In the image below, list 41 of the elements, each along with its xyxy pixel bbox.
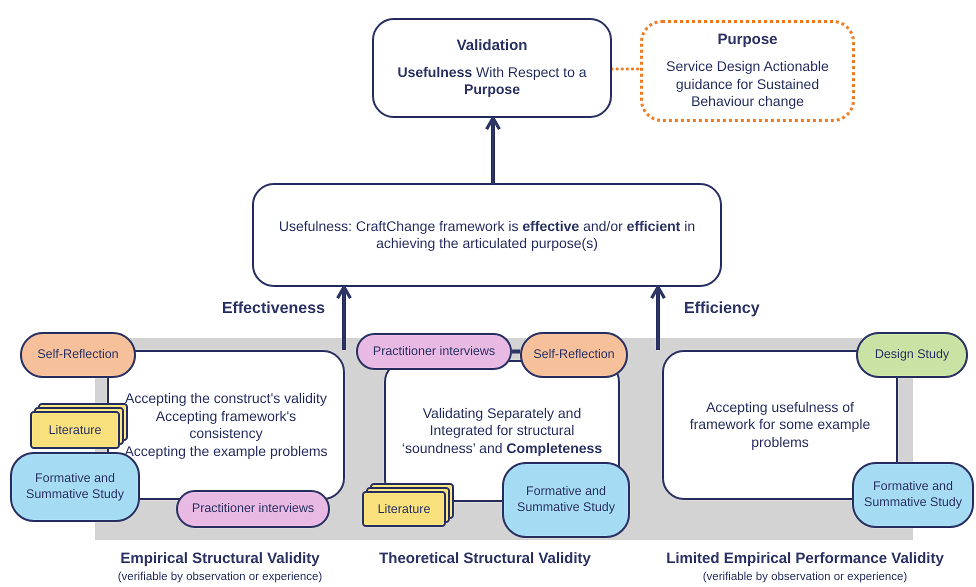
box-text: Service Design Actionable guidance for Sustained Behaviour change	[665, 58, 830, 111]
box-text: Literature	[48, 422, 102, 439]
arrow	[336, 285, 352, 350]
box-heading: Purpose	[717, 31, 778, 50]
box-text: Design Study	[874, 347, 950, 363]
source-pill	[356, 333, 512, 370]
box-text: Accepting the construct's validity	[125, 390, 327, 408]
source-pill	[520, 332, 628, 378]
source-pill	[502, 462, 630, 538]
box-text: Formative and Summative Study	[863, 479, 963, 511]
box-text: Literature	[376, 501, 432, 518]
box-heading: Validation	[456, 37, 528, 56]
box-text: Accepting usefulness of framework for some example problems	[688, 398, 872, 452]
source-pill	[20, 332, 136, 378]
source-pill	[856, 332, 968, 378]
section-title: Limited Empirical Performance Validity	[665, 550, 945, 567]
section-note: (verifiable by observation or experience)	[116, 571, 324, 583]
arrow	[485, 116, 501, 183]
arrow	[650, 285, 666, 350]
box-text: Validating Separately and Integrated for structural ‘soundness’ and Completeness	[400, 404, 604, 458]
box-text: Practitioner interviews	[372, 344, 496, 360]
box-text: Accepting the example problems	[124, 442, 328, 460]
section-title: Theoretical Structural Validity	[378, 550, 592, 567]
process-box	[252, 183, 722, 287]
edge-label: Efficiency	[684, 300, 761, 318]
connector-line	[610, 68, 642, 70]
box-text: Formative and Summative Study	[516, 484, 616, 516]
source-pill	[852, 462, 974, 528]
literature-stack	[362, 483, 454, 527]
box-text: Self-Reflection	[37, 347, 119, 363]
source-pill	[176, 490, 330, 528]
process-box	[372, 18, 612, 118]
box-text: Formative and Summative Study	[25, 471, 125, 503]
box-text: Self-Reflection	[533, 347, 615, 363]
section-title: Empirical Structural Validity	[119, 550, 321, 567]
connector-line	[512, 350, 520, 354]
box-text: Accepting framework's consistency	[154, 408, 298, 442]
box-text: Usefulness: CraftChange framework is effective and/or efficient in achieving the articulated purpose(s)	[278, 218, 696, 252]
box-text: Usefulness With Respect to a Purpose	[396, 64, 588, 99]
box-text: Practitioner interviews	[192, 501, 314, 517]
section-note: (verifiable by observation or experience)	[702, 571, 908, 583]
